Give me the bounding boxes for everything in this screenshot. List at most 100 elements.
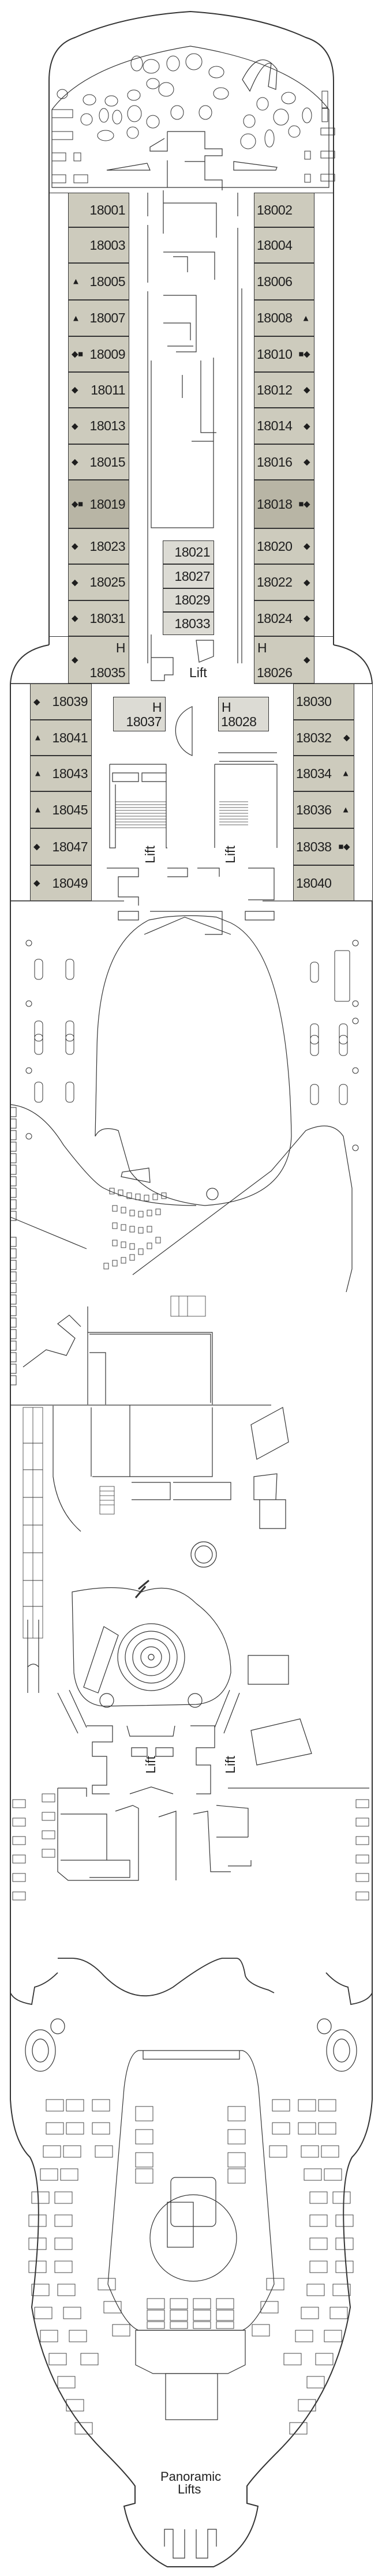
cabin-18024[interactable]: ◆18024 — [254, 600, 314, 636]
forward-bar-left — [106, 163, 151, 171]
cabin-feature-symbols: ◆ — [72, 655, 78, 665]
cabin-18022[interactable]: ◆18022 — [254, 564, 314, 600]
cabin-feature-symbols: ▲ — [72, 276, 80, 287]
jacuzzi — [190, 1541, 217, 1568]
cabin-number: 18014 — [257, 418, 293, 433]
accessible-marker: H — [257, 640, 267, 655]
cabin-18030[interactable]: 18030 — [293, 684, 354, 720]
cabin-number: 18034 — [296, 765, 332, 781]
cabin-number: 18049 — [52, 875, 88, 891]
cabin-feature-symbols: ◆■ — [72, 499, 83, 509]
promenade-diagonal — [10, 1104, 353, 1293]
cabin-number: 18043 — [52, 765, 88, 781]
stairs-central — [99, 1295, 206, 1515]
cabin-18002[interactable]: 18002 — [254, 193, 314, 227]
cabin-feature-symbols: ◆ — [303, 421, 310, 431]
forward-lounge-outline — [51, 46, 329, 188]
cabin-18010[interactable]: ■◆18010 — [254, 336, 314, 372]
cabin-18016[interactable]: ◆18016 — [254, 444, 314, 480]
forward-bar-right — [233, 161, 278, 171]
cabin-18036[interactable]: ▲18036 — [293, 791, 354, 828]
cabin-18031[interactable]: ◆ 18031 — [68, 600, 129, 636]
cabin-18013[interactable]: ◆18013 — [68, 408, 129, 444]
balcony-strip-left-lower — [10, 684, 31, 901]
hot-tub-left-inner — [32, 2038, 49, 2063]
cabin-18034[interactable]: ▲18034 — [293, 756, 354, 791]
slide-tube — [27, 1620, 39, 1693]
cabin-18039[interactable]: ◆18039 — [30, 684, 92, 720]
cabin-18001[interactable]: 18001 — [68, 193, 129, 227]
jacuzzi — [194, 1545, 213, 1564]
cabin-18028[interactable]: H 18028 — [218, 697, 269, 731]
cabin-number: 18009 — [89, 346, 126, 362]
cabin-18027[interactable]: 18027 — [163, 564, 214, 588]
cabin-18008[interactable]: ▲ 18008 — [254, 300, 314, 336]
cabin-18029[interactable]: 18029 — [163, 588, 214, 612]
cabin-18037[interactable]: H 18037 — [113, 697, 166, 731]
cabin-number: 18035 — [89, 665, 126, 680]
cabin-18007[interactable]: ▲18007 — [68, 300, 129, 336]
cabin-18021[interactable]: 18021 — [163, 540, 214, 564]
cabin-18019[interactable]: ◆■ 18019 — [68, 480, 129, 528]
cabin-feature-symbols: ▲ — [301, 313, 310, 323]
cabin-18043[interactable]: ▲18043 — [30, 756, 92, 791]
cabin-18004[interactable]: 18004 — [254, 227, 314, 263]
cabin-18006[interactable]: 18006 — [254, 263, 314, 300]
cabin-number: 18038 — [296, 839, 332, 854]
cabin-18038[interactable]: ■◆ 18038 — [293, 828, 354, 865]
cabin-number: 18005 — [89, 273, 126, 289]
cabin-feature-symbols: ■◆ — [338, 842, 350, 852]
waterslide — [83, 1626, 119, 1693]
cabin-number: 18008 — [257, 310, 293, 325]
cabin-18040[interactable]: 18040 — [293, 865, 354, 901]
cabin-number: 18006 — [257, 273, 293, 289]
cabin-feature-symbols: ▲ — [33, 805, 42, 815]
aft-pool-stairs-left — [57, 1689, 87, 1734]
cabin-18005[interactable]: ▲ 18005 — [68, 263, 129, 300]
cabin-18014[interactable]: ◆ 18014 — [254, 408, 314, 444]
cabin-feature-symbols: ◆ — [33, 878, 40, 888]
balcony-strip-right-upper — [314, 193, 334, 637]
cabin-number: 18002 — [257, 202, 293, 217]
cabin-number: 18045 — [52, 802, 88, 817]
cabin-18023[interactable]: ◆18023 — [68, 528, 129, 564]
cabin-18041[interactable]: ▲ 18041 — [30, 720, 92, 756]
cabin-18015[interactable]: ◆18015 — [68, 444, 129, 480]
cabin-feature-symbols: ▲ — [33, 733, 42, 743]
cabin-number: 18019 — [89, 496, 126, 512]
service-core-upper — [163, 190, 217, 352]
cabin-18025[interactable]: ◆18025 — [68, 564, 129, 600]
cabin-18032[interactable]: ◆18032 — [293, 720, 354, 756]
cabin-number: 18015 — [89, 454, 126, 470]
aft-pool-outline — [72, 1587, 231, 1707]
service-core-mid — [151, 358, 216, 528]
aft-seating-right — [248, 1407, 312, 1766]
cabin-feature-symbols: ◆ — [72, 613, 78, 624]
cabin-number: 18022 — [257, 574, 293, 589]
balcony-strip-left-upper — [49, 193, 69, 637]
cabin-18012[interactable]: ◆18012 — [254, 372, 314, 408]
cabin-feature-symbols: ◆ — [33, 842, 40, 852]
cabin-18047[interactable]: ◆18047 — [30, 828, 92, 865]
midship-hull-flare-left — [10, 644, 50, 684]
balcony-strip-right-lower — [354, 684, 373, 901]
cabin-18020[interactable]: ◆18020 — [254, 528, 314, 564]
aft-pool-ring — [132, 1638, 170, 1676]
cabin-18045[interactable]: ▲ 18045 — [30, 791, 92, 828]
cabin-number: 18007 — [89, 310, 126, 325]
cabin-number: 18041 — [52, 730, 88, 745]
cabin-18018[interactable]: ■◆18018 — [254, 480, 314, 528]
forward-lounge-tables — [51, 53, 335, 183]
cabin-number: 18031 — [89, 610, 126, 626]
cabin-18011[interactable]: ◆18011 — [68, 372, 129, 408]
cabin-18009[interactable]: ◆■18009 — [68, 336, 129, 372]
cabin-18003[interactable]: 18003 — [68, 227, 129, 263]
cabin-18049[interactable]: ◆ 18049 — [30, 865, 92, 901]
accessible-marker: H — [222, 700, 231, 715]
aft-deck-side-left — [10, 1972, 58, 2006]
aft-center-deck — [107, 2050, 275, 2331]
lounge-seating — [103, 1188, 167, 1270]
cabin-18033[interactable]: 18033 — [163, 612, 214, 635]
